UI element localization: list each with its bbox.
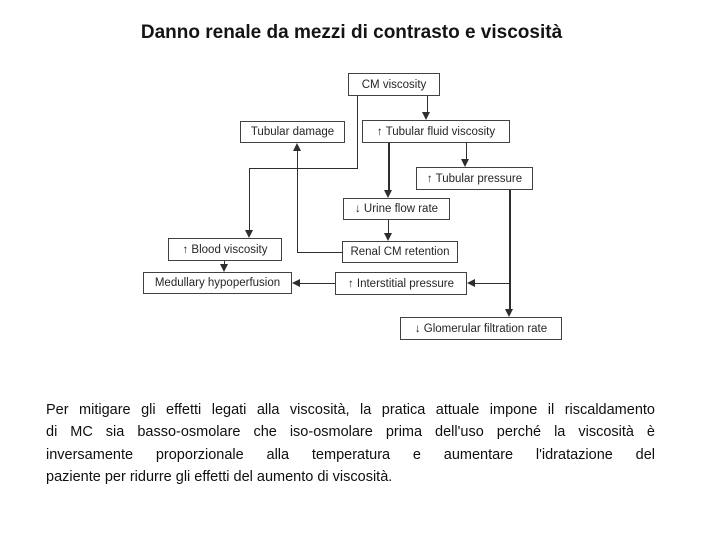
paragraph-line-1: Per mitigare gli effetti legati alla vis… [46, 402, 655, 418]
node-tubular-fluid-viscosity: ↑ Tubular fluid viscosity [362, 120, 510, 143]
edge-tubularfluidviscosity-tubularpressure-line [465, 143, 467, 160]
node-blood-viscosity: ↑ Blood viscosity [168, 238, 282, 261]
edge-cmviscosity-bloodviscosity-line-3 [248, 167, 250, 231]
slide-title: Danno renale da mezzi di contrasto e vis… [140, 22, 563, 43]
paragraph-line-3: inversamente proporzionale alla temperat… [46, 446, 655, 463]
edge-tubularfluidviscosity-tubularpressure-arrow-icon [461, 159, 469, 167]
edge-renalcmretention-tubulardamage-arrow-icon [292, 143, 301, 151]
edge-cmviscosity-bloodviscosity-line-2 [248, 167, 358, 169]
edge-tubularfluidviscosity-urineflowrate-line [388, 143, 390, 191]
edge-tubularpressure-glomerularfiltrationrate-line [509, 190, 511, 310]
edge-cmviscosity-tubularfluidviscosity-arrow-icon [422, 112, 430, 120]
edge-renalcmretention-tubulardamage-line-2 [296, 150, 298, 253]
edge-interstitialpressure-medullaryhypoperfusion-arrow-icon [292, 278, 300, 287]
paragraph-line-2: di MC sia basso-osmolare che iso-osmolar… [46, 424, 655, 441]
body-paragraph: Per mitigare gli effetti legati alla vis… [46, 399, 655, 488]
node-urine-flow-rate: ↓ Urine flow rate [343, 198, 450, 220]
edge-cmviscosity-bloodviscosity-line-1 [356, 96, 358, 169]
edge-urineflowrate-renalcmretention-arrow-icon [383, 233, 392, 241]
node-glomerular-filtration-rate: ↓ Glomerular filtration rate [400, 317, 562, 340]
paragraph-line-4: paziente per ridurre gli effetti del aum… [46, 468, 393, 485]
edge-tubularpressure-interstitialpressure-arrow-icon [467, 278, 475, 287]
node-medullary-hypoperfusion: Medullary hypoperfusion [143, 272, 292, 294]
edge-tubularpressure-interstitialpressure-line [474, 282, 511, 284]
edge-renalcmretention-tubulardamage-line-1 [296, 251, 343, 253]
node-cm-viscosity: CM viscosity [348, 73, 440, 96]
edge-urineflowrate-renalcmretention-line [387, 220, 389, 234]
edge-cmviscosity-bloodviscosity-arrow-icon [244, 230, 253, 238]
edge-tubularfluidviscosity-urineflowrate-arrow-icon [384, 190, 392, 198]
edge-tubularpressure-glomerularfiltrationrate-arrow-icon [505, 309, 513, 317]
edge-bloodviscosity-medullaryhypoperfusion-arrow-icon [219, 264, 228, 272]
node-tubular-damage: Tubular damage [240, 121, 345, 143]
node-tubular-pressure: ↑ Tubular pressure [416, 167, 533, 190]
node-renal-cm-retention: Renal CM retention [342, 241, 458, 263]
edge-interstitialpressure-medullaryhypoperfusion-line [299, 282, 335, 284]
edge-bloodviscosity-medullaryhypoperfusion-line [223, 261, 225, 265]
node-interstitial-pressure: ↑ Interstitial pressure [335, 272, 467, 295]
edge-cmviscosity-tubularfluidviscosity-line [426, 96, 428, 113]
